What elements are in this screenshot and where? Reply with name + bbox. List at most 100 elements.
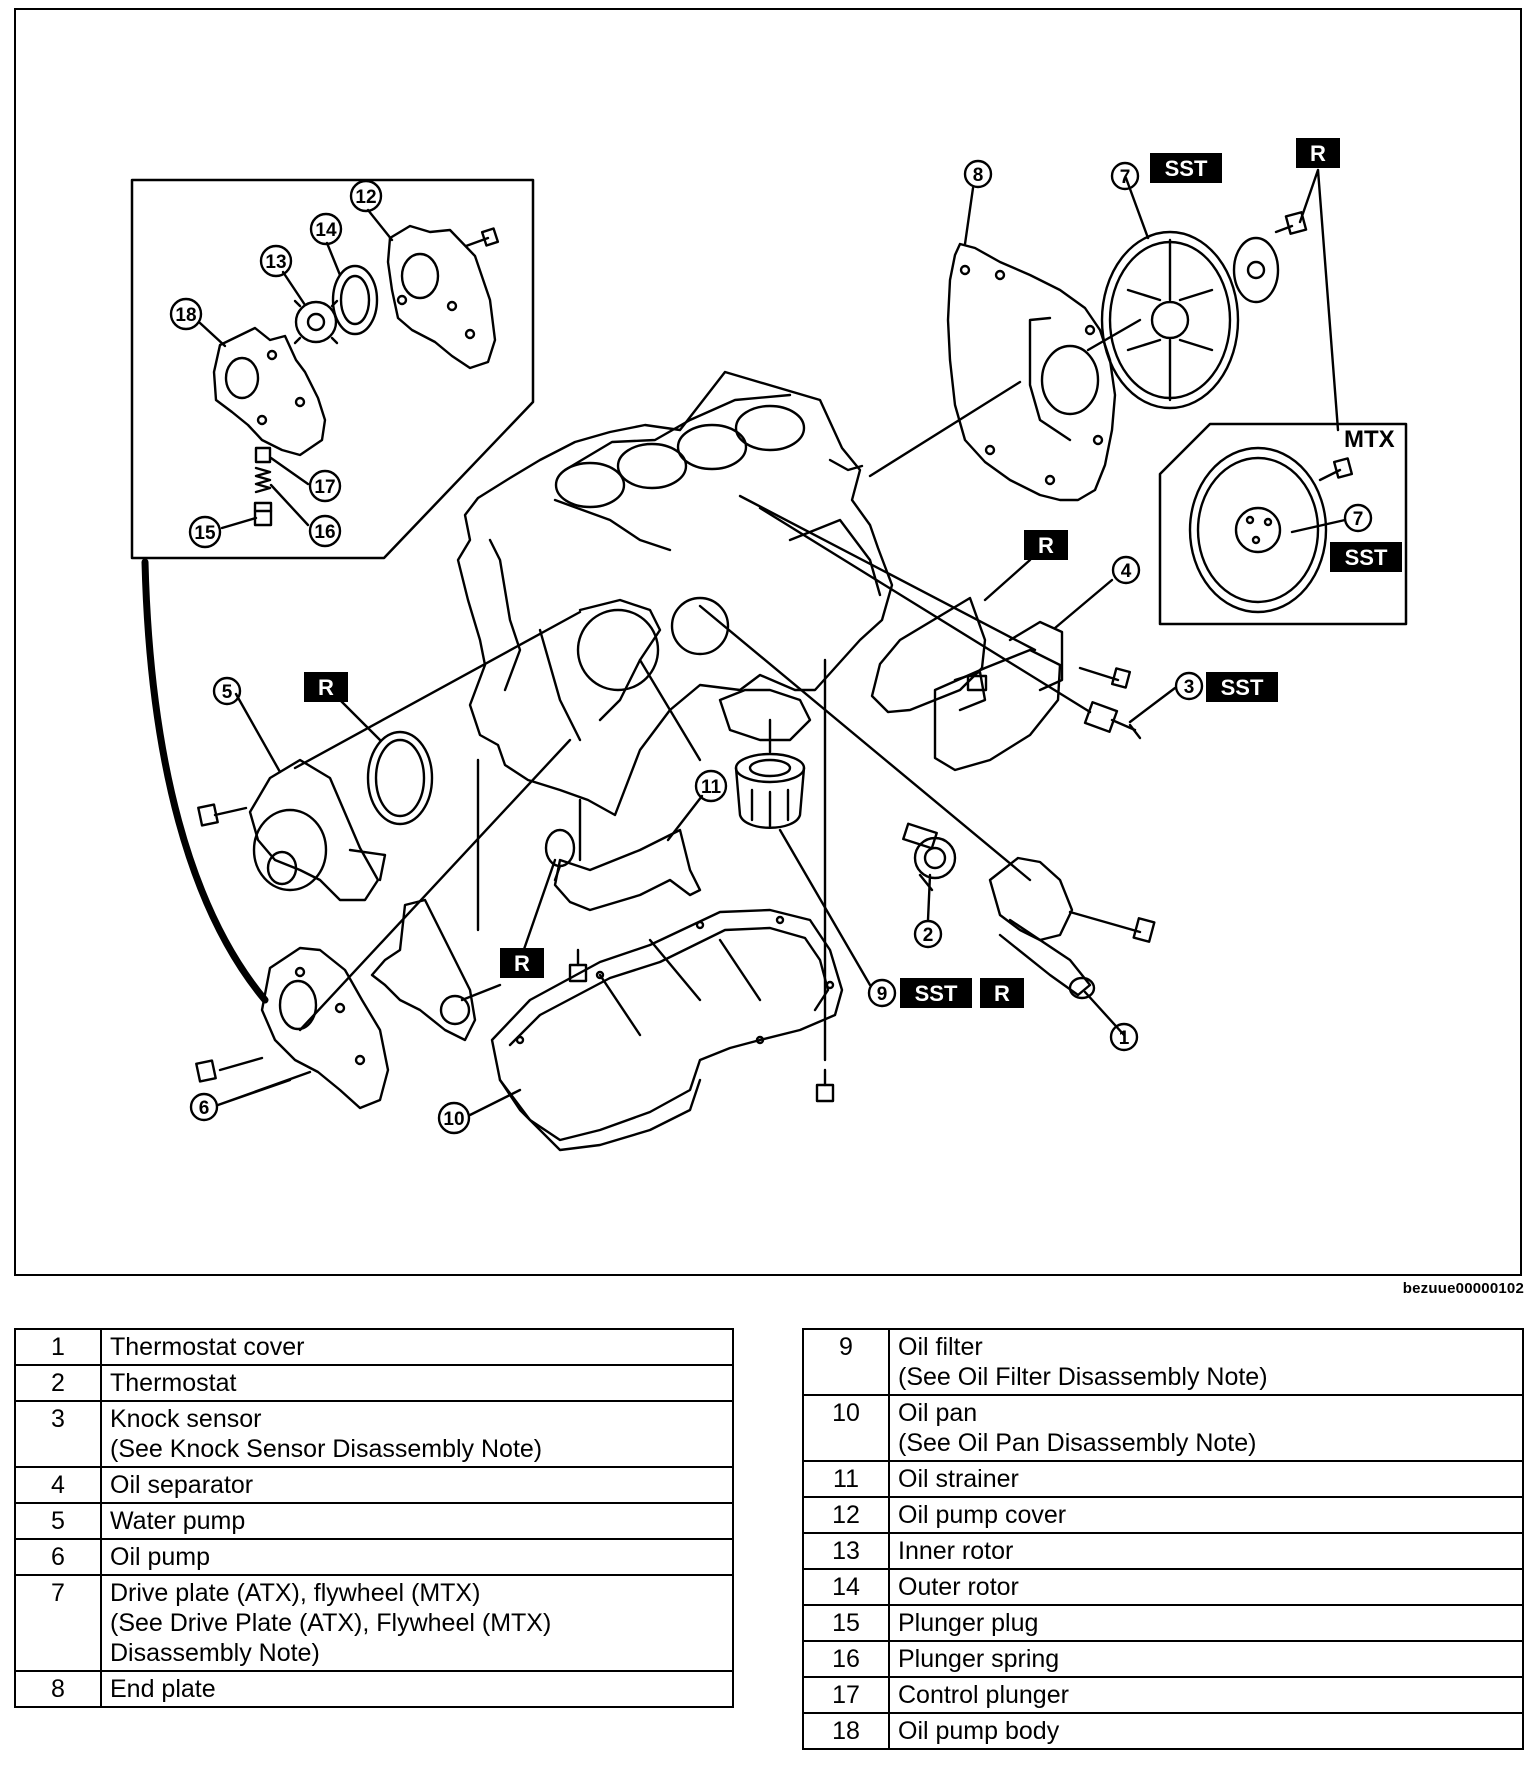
oil-separator-gasket xyxy=(870,596,987,714)
part-number: 14 xyxy=(802,1568,890,1606)
r-tag-leader-top xyxy=(1298,168,1340,432)
mtx-bolt xyxy=(1318,457,1354,482)
svg-text:4: 4 xyxy=(1121,561,1132,582)
oil-pan-10 xyxy=(490,908,844,1152)
part-number: 13 xyxy=(802,1532,890,1570)
water-pump-bolt xyxy=(197,803,248,827)
callout-16: 16 xyxy=(308,514,342,548)
callout-2: 2 xyxy=(913,919,943,949)
oil-pump-inset-box xyxy=(130,178,535,560)
svg-text:SST: SST xyxy=(1345,545,1388,570)
r-tag-leader-strainer xyxy=(520,858,557,957)
svg-text:15: 15 xyxy=(194,523,216,544)
plunger-spring-16 xyxy=(254,466,272,494)
leader-3 xyxy=(1128,686,1177,724)
oil-separator-cover xyxy=(1008,620,1064,692)
callout-11: 11 xyxy=(694,769,728,803)
part-name: Plunger spring xyxy=(888,1640,1524,1678)
leader-5 xyxy=(234,692,282,774)
plunger-plug-15 xyxy=(253,501,273,527)
svg-text:10: 10 xyxy=(443,1109,464,1130)
r-tag-leader-separator xyxy=(983,558,1032,602)
outer-rotor-14 xyxy=(331,264,379,336)
callout-17: 17 xyxy=(308,469,342,503)
svg-text:R: R xyxy=(994,981,1010,1006)
part-name: End plate xyxy=(100,1670,734,1708)
part-name: Oil strainer xyxy=(888,1460,1524,1498)
svg-text:11: 11 xyxy=(701,777,722,798)
part-number: 9 xyxy=(802,1328,890,1396)
control-plunger-17 xyxy=(254,446,272,464)
part-number: 11 xyxy=(802,1460,890,1498)
svg-text:9: 9 xyxy=(877,984,888,1005)
svg-text:R: R xyxy=(514,951,530,976)
part-name: Plunger plug xyxy=(888,1604,1524,1642)
r-tag-top: R xyxy=(1296,138,1340,168)
callout-12: 12 xyxy=(349,179,383,213)
inset-connector-line xyxy=(141,558,269,1004)
svg-text:R: R xyxy=(1038,533,1054,558)
water-pump-5 xyxy=(248,758,387,902)
leader-13 xyxy=(281,270,307,307)
part-name: Oil pump cover xyxy=(888,1496,1524,1534)
oil-strainer-11 xyxy=(544,828,702,912)
callout-13: 13 xyxy=(259,244,293,278)
part-name: Thermostat cover xyxy=(100,1328,734,1366)
leader-7-mtx xyxy=(1290,518,1347,534)
part-name: Water pump xyxy=(100,1502,734,1540)
leader-16 xyxy=(269,483,310,527)
sst-tag-7-mtx: SST xyxy=(1330,542,1402,572)
mtx-label: MTX xyxy=(1344,426,1395,453)
part-name: Oil pan (See Oil Pan Disassembly Note) xyxy=(888,1394,1524,1462)
svg-text:13: 13 xyxy=(265,252,286,273)
separator-bolt xyxy=(1078,666,1132,689)
leader-10 xyxy=(468,1088,522,1117)
part-name: Knock sensor (See Knock Sensor Disassemb… xyxy=(100,1400,734,1468)
svg-text:8: 8 xyxy=(973,165,984,186)
part-number: 3 xyxy=(14,1400,102,1468)
callout-15: 15 xyxy=(188,515,222,549)
callout-3: 3 xyxy=(1174,671,1204,701)
oil-pump-gasket xyxy=(370,898,477,1042)
svg-text:R: R xyxy=(1310,141,1326,166)
r-tag-water-pump: R xyxy=(304,672,348,702)
part-number: 2 xyxy=(14,1364,102,1402)
part-name: Inner rotor xyxy=(888,1532,1524,1570)
leader-6 xyxy=(216,1070,312,1107)
part-name: Thermostat xyxy=(100,1364,734,1402)
callout-7-atx: 7 xyxy=(1110,161,1140,191)
oil-filter-9 xyxy=(734,752,806,829)
svg-text:18: 18 xyxy=(175,305,196,326)
part-name: Oil filter (See Oil Filter Disassembly N… xyxy=(888,1328,1524,1396)
sst-tag-9: SST xyxy=(900,978,972,1008)
callout-8: 8 xyxy=(963,159,993,189)
svg-text:R: R xyxy=(318,675,334,700)
part-number: 18 xyxy=(802,1712,890,1750)
callout-10: 10 xyxy=(437,1101,471,1135)
strainer-locator-diag xyxy=(638,658,702,762)
exploded-engine-diagram: 1 2 3 4 5 6 7 7 8 9 10 11 12 13 14 15 16… xyxy=(130,138,1408,1152)
thermostat-locator-line xyxy=(698,604,1032,882)
leader-4 xyxy=(1053,578,1114,630)
svg-text:SST: SST xyxy=(915,981,958,1006)
separator-locator-line xyxy=(738,494,1037,652)
part-number: 1 xyxy=(14,1328,102,1366)
leader-12 xyxy=(366,208,394,242)
oil-pump-cover-12 xyxy=(386,224,497,370)
svg-text:16: 16 xyxy=(314,522,335,543)
svg-text:5: 5 xyxy=(222,682,233,703)
leader-2 xyxy=(926,873,932,922)
strainer-bolt xyxy=(568,948,588,983)
part-name: Outer rotor xyxy=(888,1568,1524,1606)
